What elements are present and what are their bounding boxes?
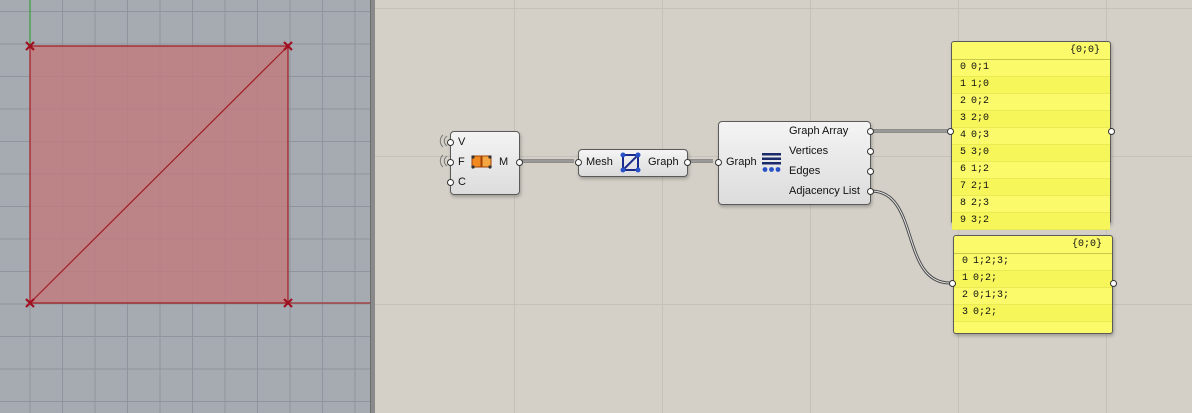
list-item: 3 2;0	[952, 111, 1110, 128]
construct-mesh-icon	[471, 155, 492, 169]
output-label-edges: Edges	[789, 165, 821, 177]
construct-mesh-component[interactable]: V F C M	[447, 131, 523, 195]
list-item: 5 3;0	[952, 145, 1110, 162]
row-index: 1	[959, 79, 966, 90]
row-value: 1;2;3;	[973, 256, 1010, 267]
mesh-graph-icon	[620, 152, 641, 173]
output-label-mesh: M	[499, 156, 509, 168]
list-item: 4 0;3	[952, 128, 1110, 145]
output-grip[interactable]	[867, 168, 874, 175]
input-grip[interactable]	[575, 159, 582, 166]
row-value: 3;0	[971, 147, 990, 158]
list-item: 0 1;2;3;	[954, 254, 1112, 271]
row-value: 3;2	[971, 215, 990, 226]
output-label-graph-array: Graph Array	[789, 125, 849, 137]
output-grip[interactable]	[684, 159, 691, 166]
output-grip[interactable]	[867, 128, 874, 135]
row-index: 1	[961, 273, 968, 284]
vertex-marker	[25, 41, 35, 51]
graph-deconstruct-icon	[762, 153, 781, 172]
row-value: 0;1	[971, 62, 990, 73]
row-index: 3	[961, 307, 968, 318]
mesh-diagonal-edge	[29, 45, 289, 304]
input-grip[interactable]	[447, 179, 454, 186]
row-value: 0;1;3;	[973, 290, 1010, 301]
row-index: 4	[959, 130, 966, 141]
input-label-faces: F	[458, 156, 465, 168]
panel-rows: 0 1;2;3; 1 0;2; 2 0;1;3; 3 0;2;	[954, 254, 1112, 322]
row-value: 2;1	[971, 181, 990, 192]
row-index: 5	[959, 147, 966, 158]
output-grip[interactable]	[516, 159, 523, 166]
list-item: 1 1;0	[952, 77, 1110, 94]
vertex-marker	[283, 298, 293, 308]
row-value: 0;2;	[973, 307, 998, 318]
output-label-adjacency-list: Adjacency List	[789, 185, 860, 197]
list-item: 7 2;1	[952, 179, 1110, 196]
panel-path-header: {0;0}	[954, 236, 1112, 254]
input-grip[interactable]	[715, 159, 722, 166]
list-item: 2 0;2	[952, 94, 1110, 111]
list-item: 1 0;2;	[954, 271, 1112, 288]
row-index: 2	[959, 96, 966, 107]
row-index: 9	[959, 215, 966, 226]
row-value: 2;3	[971, 198, 990, 209]
deconstruct-graph-component[interactable]: Graph Graph Array Vertices Edges Adjacen…	[715, 121, 874, 205]
output-grip[interactable]	[1108, 128, 1115, 135]
row-value: 0;2	[971, 96, 990, 107]
vertex-marker	[25, 298, 35, 308]
list-item: 2 0;1;3;	[954, 288, 1112, 305]
panel-path-header: {0;0}	[952, 42, 1110, 60]
list-item: 3 0;2;	[954, 305, 1112, 322]
adjacency-list-panel[interactable]: {0;0} 0 1;2;3; 1 0;2; 2 0;1;3; 3 0;2;	[949, 235, 1117, 334]
row-value: 1;2	[971, 164, 990, 175]
row-index: 2	[961, 290, 968, 301]
output-label-vertices: Vertices	[789, 145, 829, 157]
vertex-markers	[25, 41, 293, 308]
row-value: 2;0	[971, 113, 990, 124]
list-item: 8 2;3	[952, 196, 1110, 213]
list-item: 6 1;2	[952, 162, 1110, 179]
list-item: 9 3;2	[952, 213, 1110, 230]
row-value: 0;2;	[973, 273, 998, 284]
rhino-viewport[interactable]	[0, 0, 370, 413]
output-label-graph: Graph	[648, 156, 679, 168]
output-grip[interactable]	[1110, 280, 1117, 287]
mesh-graph-component[interactable]: Mesh Graph	[575, 149, 691, 177]
row-index: 0	[959, 62, 966, 73]
row-value: 0;3	[971, 130, 990, 141]
row-index: 0	[961, 256, 968, 267]
input-label-graph: Graph	[726, 156, 757, 168]
input-grip[interactable]	[447, 159, 454, 166]
output-grip[interactable]	[867, 188, 874, 195]
row-index: 8	[959, 198, 966, 209]
input-grip[interactable]	[447, 139, 454, 146]
row-index: 7	[959, 181, 966, 192]
row-index: 3	[959, 113, 966, 124]
vertex-marker	[283, 41, 293, 51]
input-label-colours: C	[458, 176, 466, 188]
input-label-vertices: V	[458, 136, 466, 148]
input-grip[interactable]	[949, 280, 956, 287]
graph-array-panel[interactable]: {0;0} 0 0;1 1 1;0 2 0;2 3 2;0 4 0;3 5 3;0 6 1;2…	[947, 41, 1115, 230]
viewport-splitter[interactable]	[370, 0, 375, 413]
output-grip[interactable]	[867, 148, 874, 155]
row-value: 1;0	[971, 79, 990, 90]
row-index: 6	[959, 164, 966, 175]
list-item: 0 0;1	[952, 60, 1110, 77]
input-grip[interactable]	[947, 128, 954, 135]
input-label-mesh: Mesh	[586, 156, 613, 168]
viewport-geometry	[25, 0, 370, 308]
